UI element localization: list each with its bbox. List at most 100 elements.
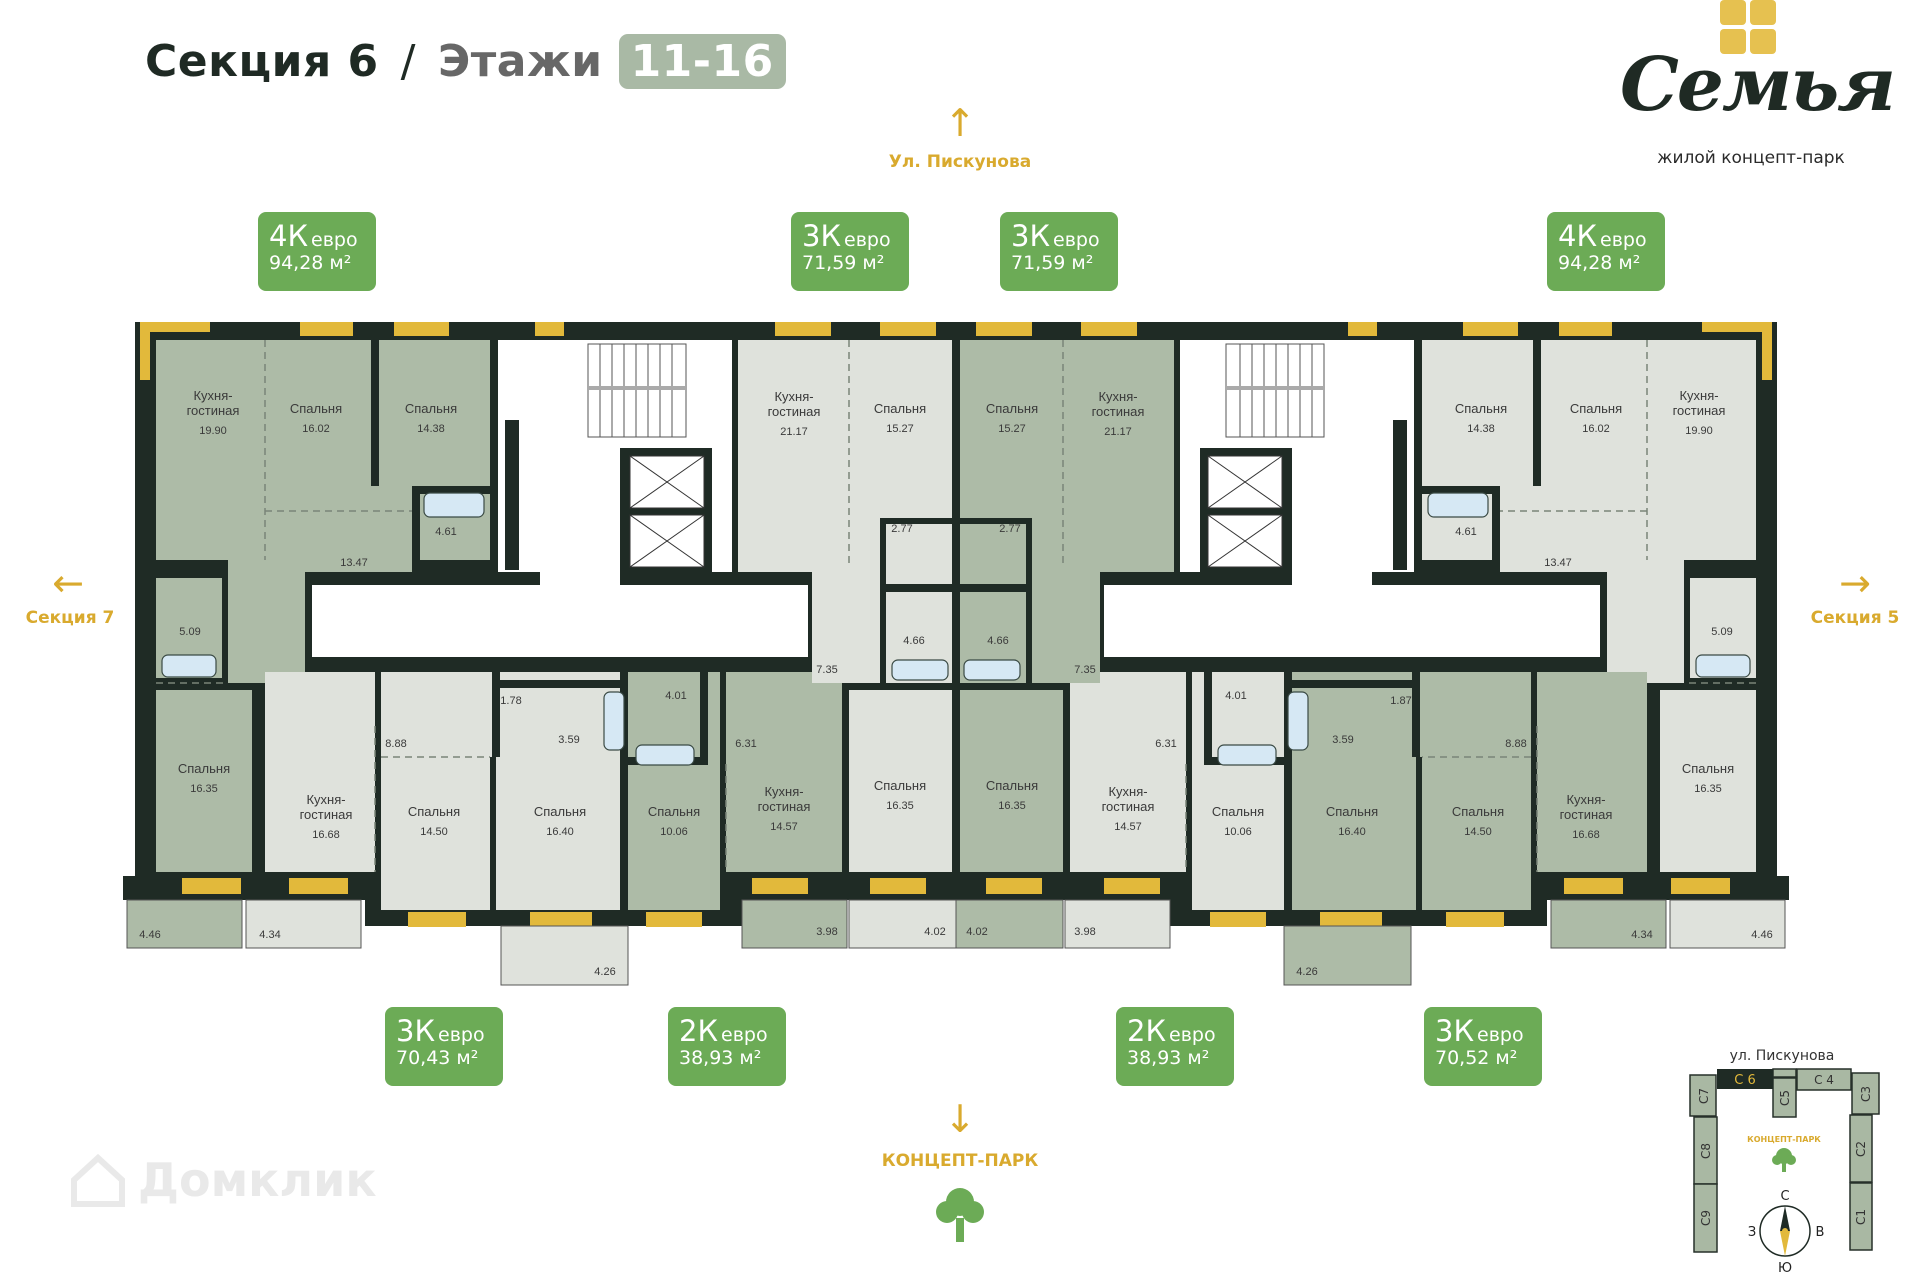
floors-badge: 11-16 (618, 34, 786, 89)
badge-rooms: 3К (1011, 219, 1051, 253)
room-area: 4.34 (1631, 929, 1652, 941)
compass-east: В (1816, 1225, 1825, 1240)
room-name: Спальня (405, 401, 457, 416)
site-minimap: ул. Пискунова С 6 С7 С8 С9 С5 С 4 С3 (1689, 1048, 1880, 1272)
minimap-park-label: КОНЦЕПТ-ПАРК (1747, 1135, 1821, 1144)
minimap-c8: С8 (1699, 1143, 1713, 1159)
room-area: 10.06 (660, 826, 688, 838)
room-area: 16.35 (1694, 783, 1722, 795)
room-area: 3.98 (816, 926, 837, 938)
arrow-up-icon: ↑ (944, 101, 976, 145)
direction-west: Секция 7 (25, 608, 115, 628)
logo-square-icon (1720, 29, 1746, 54)
floors-label: Этажи (437, 36, 603, 87)
room-labels: Кухня-гостиная19.90Спальня16.02Спальня14… (139, 388, 1772, 978)
room-area: 7.35 (816, 664, 837, 676)
title-separator: / (400, 36, 416, 87)
badge-area: 71,59 м² (802, 252, 885, 274)
room-area: 1.78 (500, 695, 521, 707)
room-area: 16.40 (1338, 826, 1366, 838)
tree-icon (936, 1188, 984, 1242)
direction-south: КОНЦЕПТ-ПАРК (881, 1151, 1039, 1171)
minimap-current-label: С 6 (1734, 1073, 1755, 1088)
plan-left-half (121, 320, 958, 987)
room-area: 14.38 (417, 423, 445, 435)
room-name: Спальня (1570, 401, 1622, 416)
badge-unit: евро (1600, 229, 1647, 251)
logo-square-icon (1750, 29, 1776, 54)
badge-rooms: 3К (396, 1014, 436, 1048)
room-area: 14.57 (1114, 821, 1142, 833)
room-area: 16.68 (312, 829, 340, 841)
logo-wordmark: Семья (1620, 42, 1896, 128)
room-area: 16.35 (998, 800, 1026, 812)
badge-area: 94,28 м² (1558, 252, 1641, 274)
badge-rooms: 4К (269, 219, 309, 253)
room-name: Спальня (290, 401, 342, 416)
room-name: Спальня (874, 778, 926, 793)
logo-square-icon (1720, 0, 1746, 25)
room-area: 6.31 (1155, 738, 1176, 750)
room-area: 4.46 (1751, 929, 1772, 941)
badge-area: 70,43 м² (396, 1047, 479, 1069)
compass-north: С (1780, 1189, 1789, 1204)
room-name: Кухня- (1098, 389, 1137, 404)
room-area: 4.46 (139, 929, 160, 941)
badge-rooms: 4К (1558, 219, 1598, 253)
badge-unit: евро (438, 1024, 485, 1046)
room-area: 4.01 (1225, 690, 1246, 702)
room-name: гостиная (1102, 799, 1155, 814)
room-area: 19.90 (199, 425, 227, 437)
logo-square-icon (1750, 0, 1776, 25)
room-area: 5.09 (1711, 626, 1732, 638)
room-name: Кухня- (1108, 784, 1147, 799)
badge-rooms: 2К (1127, 1014, 1167, 1048)
room-name: гостиная (1560, 807, 1613, 822)
room-name: гостиная (768, 404, 821, 419)
room-name: Спальня (648, 804, 700, 819)
arrow-down-icon: ↓ (944, 1097, 976, 1141)
room-name: Спальня (1212, 804, 1264, 819)
room-name: Спальня (1455, 401, 1507, 416)
minimap-current-section (1717, 1069, 1773, 1089)
room-name: Спальня (178, 761, 230, 776)
room-area: 16.40 (546, 826, 574, 838)
room-name: Спальня (1682, 761, 1734, 776)
room-area: 3.98 (1074, 926, 1095, 938)
room-name: гостиная (1673, 403, 1726, 418)
room-area: 4.66 (903, 635, 924, 647)
house-icon (71, 1153, 125, 1207)
room-area: 4.02 (924, 926, 945, 938)
room-area: 4.02 (966, 926, 987, 938)
room-name: Спальня (874, 401, 926, 416)
room-name: гостиная (1092, 404, 1145, 419)
minimap-c9: С9 (1699, 1210, 1713, 1226)
room-area: 3.59 (558, 734, 579, 746)
minimap-c2: С2 (1854, 1141, 1868, 1157)
room-area: 13.47 (1544, 557, 1572, 569)
room-name: Кухня- (764, 784, 803, 799)
room-area: 3.59 (1332, 734, 1353, 746)
room-name: Кухня- (1679, 388, 1718, 403)
room-area: 16.02 (302, 423, 330, 435)
badge-area: 71,59 м² (1011, 252, 1094, 274)
room-name: Спальня (986, 778, 1038, 793)
badge-area: 38,93 м² (679, 1047, 762, 1069)
room-area: 10.06 (1224, 826, 1252, 838)
badge-unit: евро (721, 1024, 768, 1046)
badge-unit: евро (311, 229, 358, 251)
compass-south: Ю (1778, 1261, 1792, 1272)
badge-rooms: 3К (802, 219, 842, 253)
minimap-c5: С5 (1778, 1090, 1792, 1106)
room-area: 13.47 (340, 557, 368, 569)
